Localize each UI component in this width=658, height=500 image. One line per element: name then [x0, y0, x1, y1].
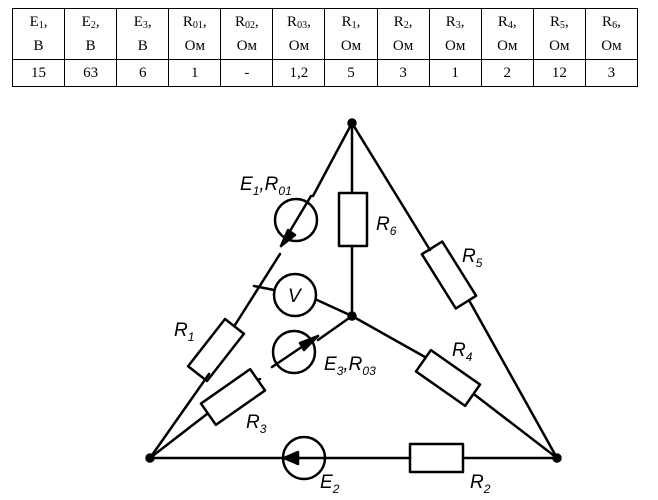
value-cell: 15 — [11, 59, 66, 87]
label-r1: R1 — [174, 320, 194, 344]
header-cell: E2,В — [64, 8, 118, 60]
voltmeter — [272, 272, 318, 318]
value-cell: - — [220, 59, 274, 87]
label-e2: E2 — [320, 472, 340, 496]
header-cell: E1,В — [11, 8, 66, 60]
header-cell: R6,Ом — [584, 8, 639, 60]
value-cell: 63 — [64, 59, 118, 87]
value-cell: 12 — [532, 59, 586, 87]
label-r5: R5 — [462, 246, 483, 270]
table-values-row: 15 63 6 1 - 1,2 5 3 1 2 12 3 — [11, 59, 639, 87]
value-cell: 1 — [428, 59, 482, 87]
header-cell: E3,В — [116, 8, 170, 60]
branch-left — [148, 121, 354, 460]
source-e3 — [270, 329, 320, 375]
source-e2 — [281, 435, 328, 481]
value-cell: 5 — [324, 59, 378, 87]
label-v: V — [288, 286, 303, 307]
value-cell: 1 — [168, 59, 222, 87]
label-r3: R3 — [246, 412, 267, 436]
table-header-row: E1,В E2,В E3,В R01,Ом R02,Ом R03,Ом R1,О… — [11, 8, 639, 60]
label-r2: R2 — [470, 472, 491, 496]
source-e1 — [273, 194, 319, 248]
resistor-r1 — [186, 317, 246, 383]
label-e1-r01: E1,R01 — [240, 174, 292, 198]
value-cell: 3 — [584, 59, 639, 87]
value-cell: 2 — [480, 59, 534, 87]
header-cell: R5,Ом — [532, 8, 586, 60]
resistor-r6 — [337, 191, 369, 248]
parameters-table: E1,В E2,В E3,В R01,Ом R02,Ом R03,Ом R1,О… — [11, 8, 639, 87]
resistor-r3 — [199, 367, 267, 427]
header-cell: R2,Ом — [376, 8, 430, 60]
value-cell: 1,2 — [272, 59, 326, 87]
header-cell: R01,Ом — [168, 8, 222, 60]
label-r6: R6 — [376, 214, 397, 238]
resistor-r4 — [414, 348, 482, 408]
header-cell: R03,Ом — [272, 8, 326, 60]
header-cell: R3,Ом — [428, 8, 482, 60]
resistor-r2 — [408, 442, 465, 474]
value-cell: 3 — [376, 59, 430, 87]
branch-r4 — [350, 314, 559, 460]
resistor-r5 — [420, 240, 478, 310]
label-e3-r03: E3,R03 — [324, 354, 376, 378]
label-r4: R4 — [452, 340, 473, 364]
voltmeter-branch — [252, 284, 354, 318]
branch-right — [350, 121, 559, 460]
value-cell: 6 — [116, 59, 170, 87]
